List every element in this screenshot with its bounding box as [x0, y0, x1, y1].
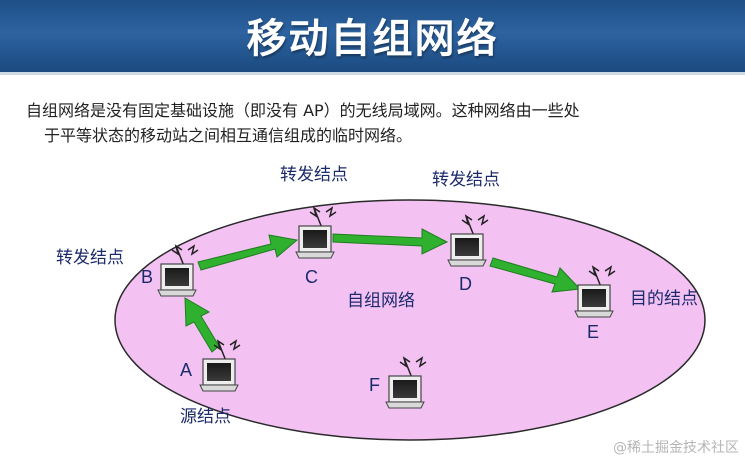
node-d-letter: D: [459, 274, 472, 294]
route-arrows: [184, 228, 582, 353]
node-c-letter: C: [305, 267, 318, 287]
node-e-laptop-icon: [574, 265, 616, 318]
node-a-letter: A: [180, 360, 192, 380]
node-a-role-label: 源结点: [180, 407, 231, 427]
node-e-letter: E: [587, 322, 599, 342]
arrow-d-to-e: [489, 257, 582, 293]
title-banner: 移动自组网络: [0, 0, 745, 75]
arrow-c-to-d: [332, 228, 449, 255]
arrow-b-to-c: [197, 234, 299, 271]
intro-paragraph: 自组网络是没有固定基础设施（即没有 AP）的无线局域网。这种网络由一些处 于平等…: [26, 98, 716, 148]
network-label: 自组网络: [347, 291, 415, 311]
node-a-laptop-icon: [199, 339, 241, 392]
watermark: @稀土掘金技术社区: [613, 440, 739, 456]
node-f-laptop-icon: [385, 356, 427, 409]
node-b-letter: B: [141, 267, 153, 287]
intro-line-1: 自组网络是没有固定基础设施（即没有 AP）的无线局域网。这种网络由一些处: [26, 101, 580, 120]
node-c-role-label: 转发结点: [280, 165, 348, 185]
node-f-letter: F: [369, 375, 380, 395]
node-e-role-label: 目的结点: [630, 289, 698, 309]
node-b-laptop-icon: [157, 244, 199, 297]
node-c-laptop-icon: [295, 206, 337, 259]
page-title: 移动自组网络: [246, 16, 499, 62]
network-area-ellipse: [114, 199, 706, 441]
intro-line-2: 于平等状态的移动站之间相互通信组成的临时网络。: [44, 126, 413, 145]
arrow-a-to-b: [184, 297, 220, 353]
node-b-role-label: 转发结点: [56, 248, 124, 268]
node-d-role-label: 转发结点: [432, 170, 500, 190]
node-d-laptop-icon: [447, 214, 489, 267]
